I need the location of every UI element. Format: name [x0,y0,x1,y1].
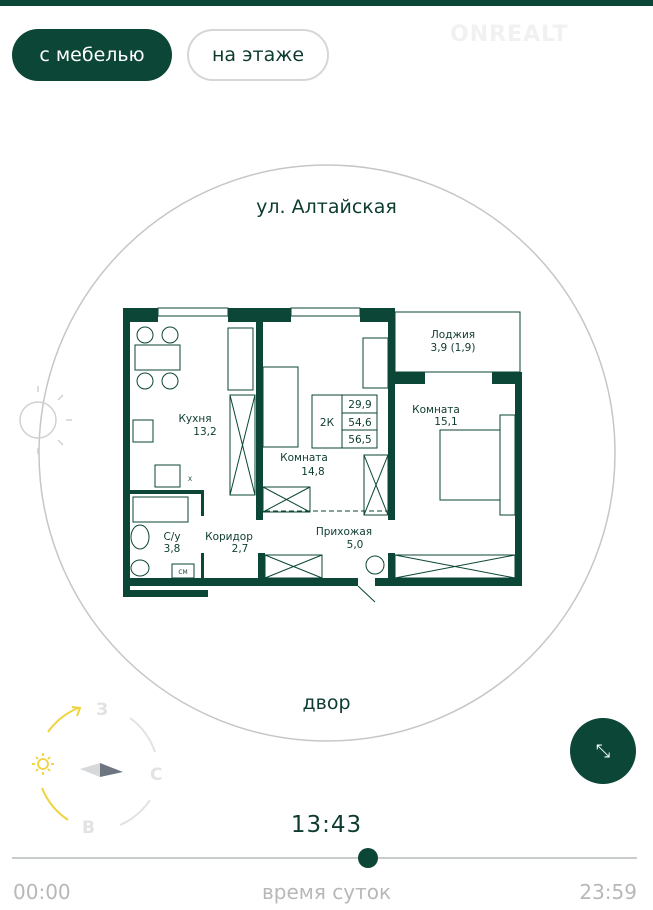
street-bottom-label: двор [302,692,351,714]
time-slider-track[interactable] [12,857,637,859]
hall-label: Прихожая [316,526,372,538]
expand-icon: ⤡ [595,740,611,762]
sun-icon-left [19,386,72,454]
hall-area: 5,0 [347,539,364,551]
corridor-area: 2,7 [232,543,249,555]
furniture [130,307,521,603]
compass-needle-back [80,763,100,777]
total-with-loggia: 56,5 [348,434,371,446]
kitchen-area: 13,2 [193,426,216,438]
time-start: 00:00 [13,880,71,904]
with-furniture-toggle[interactable]: с мебелью [12,29,172,81]
kitchen-label: Кухня [178,413,211,425]
room2-area: 15,1 [434,416,457,428]
bath-area: 3,8 [164,543,181,555]
fullscreen-button[interactable]: ⤡ [570,718,636,784]
room1-label: Комната [280,452,328,464]
compass-west: З [96,700,109,720]
apartment-type: 2К [320,417,335,429]
floor-plan[interactable] [123,308,522,597]
on-floor-toggle[interactable]: на этаже [187,29,329,81]
room1-area: 14,8 [301,466,324,478]
loggia-label: Лоджия [431,329,475,341]
top-bar [0,0,653,6]
orientation-circle [38,164,616,742]
washer-label: СМ [178,569,187,576]
compass [32,706,156,826]
current-time: 13:43 [290,812,363,838]
bath-label: С/у [163,531,180,543]
total-area: 54,6 [348,417,372,429]
time-label: время суток [261,880,392,904]
compass-north: С [150,765,163,785]
corridor-label: Коридор [205,531,253,543]
logo-watermark: ONREALT [450,22,569,47]
time-slider-handle[interactable] [358,848,379,868]
compass-east: В [82,818,95,838]
room2-label: Комната [412,404,460,416]
sun-icon [32,753,54,775]
compass-needle [100,763,123,777]
time-end: 23:59 [579,880,637,904]
fridge-label: Х [188,476,192,483]
loggia-area: 3,9 (1,9) [431,342,476,354]
street-top-label: ул. Алтайская [256,196,397,218]
living-area: 29,9 [348,399,371,411]
